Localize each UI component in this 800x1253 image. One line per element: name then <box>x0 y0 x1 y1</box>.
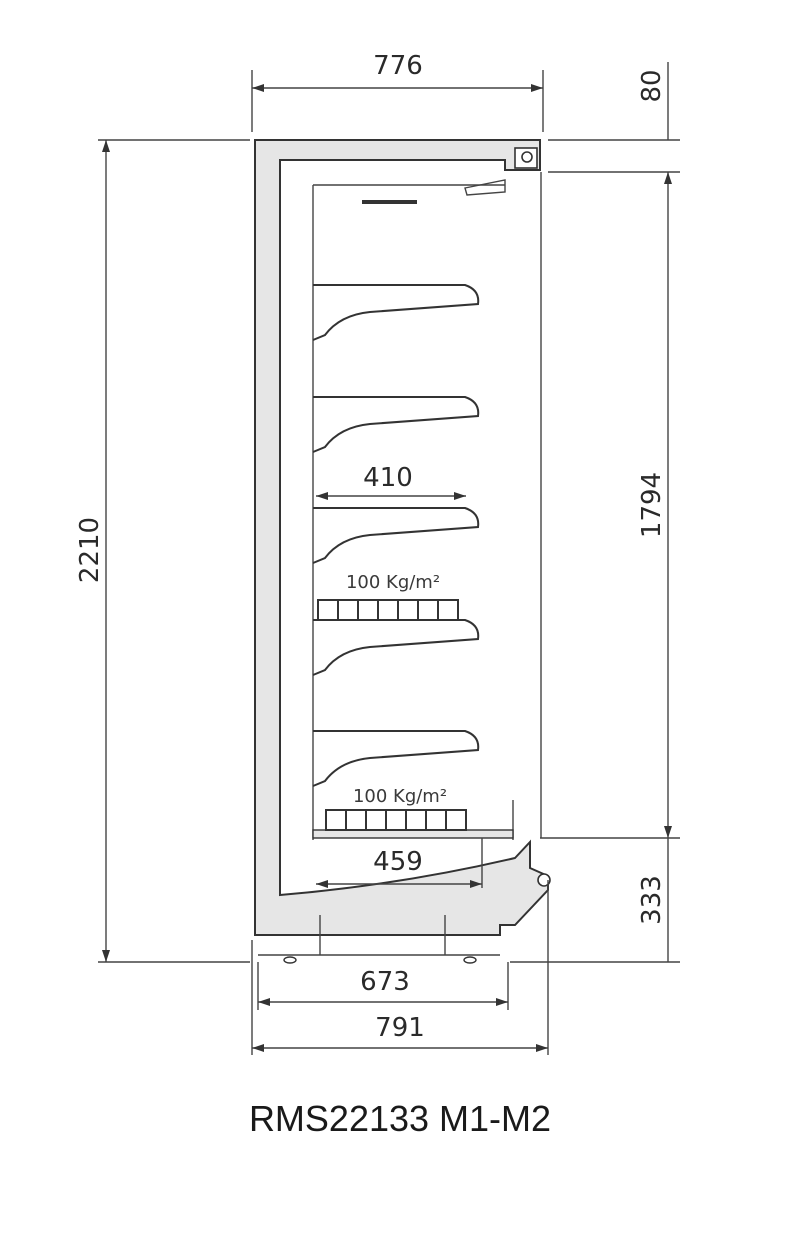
product-row-bottom <box>325 809 467 831</box>
cabinet-shell <box>254 139 551 964</box>
dim-shelf-depth: 410 <box>363 463 413 493</box>
shelf <box>312 284 480 341</box>
model-caption: RMS22133 M1-M2 <box>248 1098 552 1139</box>
dim-overall-depth-bottom: 791 <box>375 1013 425 1043</box>
product-row-shelf <box>317 599 459 621</box>
shelf <box>312 396 480 453</box>
dim-overall-height: 2210 <box>75 517 105 583</box>
load-rating-bottom: 100 Kg/m² <box>353 786 447 807</box>
dim-top-clearance: 80 <box>637 69 667 102</box>
load-rating-shelf: 100 Kg/m² <box>346 572 440 593</box>
shelf <box>312 507 480 564</box>
shelf <box>312 730 480 787</box>
shelves <box>312 284 480 787</box>
dim-display-height: 1794 <box>637 472 667 538</box>
cabinet-side-drawing: 776 80 2210 1794 410 459 333 673 791 100… <box>75 51 680 1055</box>
dim-overall-depth-top: 776 <box>373 51 423 81</box>
shelf <box>312 619 480 676</box>
dimension-lines <box>98 62 680 1055</box>
dim-bottom-depth: 459 <box>373 847 423 877</box>
dim-footprint-depth: 673 <box>360 967 410 997</box>
dim-base-height: 333 <box>637 875 667 925</box>
